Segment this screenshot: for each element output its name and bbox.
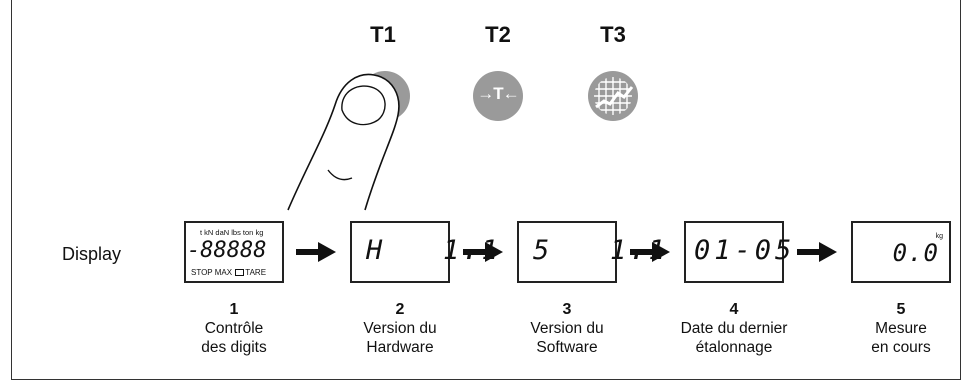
lcd-hardware-version: H 1.1 <box>350 221 498 283</box>
lcd-status-row: STOP MAX TARE <box>191 268 266 277</box>
arrow-right-icon <box>296 242 336 262</box>
status-stop-max: STOP MAX <box>191 268 233 277</box>
step-number: 4 <box>729 301 739 318</box>
arrow-right-icon <box>797 242 837 262</box>
step-caption: 2 Version du Hardware <box>320 300 480 357</box>
t1-label: T1 <box>370 22 396 47</box>
lcd1-digits: -88888 <box>187 238 267 263</box>
lcd-software-version: 5 1.1 <box>517 221 665 283</box>
step-line: Version du <box>530 320 604 337</box>
step-number: 5 <box>896 301 906 318</box>
step-number: 2 <box>395 301 405 318</box>
lcd-measurement: kg 0.0 <box>851 221 951 283</box>
lcd-units-row: t kN daN lbs ton kg <box>200 228 264 237</box>
status-tare: TARE <box>245 268 267 277</box>
tare-icon: →T← <box>477 84 519 103</box>
arrow-right-icon <box>463 242 503 262</box>
step-line: étalonnage <box>695 339 773 356</box>
step-caption: 4 Date du dernier étalonnage <box>654 300 814 357</box>
graph-grid-icon <box>594 77 634 115</box>
lcd-calibration-date: 01-05 <box>684 221 791 283</box>
step-line: Contrôle <box>204 320 264 337</box>
finger-illustration <box>287 73 400 211</box>
step-line: en cours <box>871 339 931 356</box>
step-caption: 3 Version du Software <box>487 300 647 357</box>
lcd5-unit: kg <box>935 233 943 240</box>
lcd4-digits: 01-05 <box>694 235 796 266</box>
t2-button[interactable]: →T← <box>473 71 523 121</box>
t2-label: T2 <box>485 22 511 47</box>
step-number: 3 <box>562 301 572 318</box>
battery-icon <box>235 269 245 277</box>
lcd5-digits: 0.0 <box>892 239 939 267</box>
lcd-digit-check: t kN daN lbs ton kg -88888 STOP MAX TARE <box>184 221 284 283</box>
display-label: Display <box>62 244 122 264</box>
step-line: des digits <box>201 339 267 356</box>
step-caption: 5 Mesure en cours <box>821 300 974 357</box>
step-number: 1 <box>229 301 239 318</box>
t3-label: T3 <box>600 22 626 47</box>
arrow-right-icon <box>630 242 670 262</box>
t3-button[interactable] <box>588 71 638 121</box>
step-line: Version du <box>363 320 437 337</box>
step-line: Mesure <box>875 320 927 337</box>
step-line: Software <box>536 339 598 356</box>
step-line: Date du dernier <box>680 320 788 337</box>
step-line: Hardware <box>366 339 434 356</box>
step-caption: 1 Contrôle des digits <box>154 300 314 357</box>
